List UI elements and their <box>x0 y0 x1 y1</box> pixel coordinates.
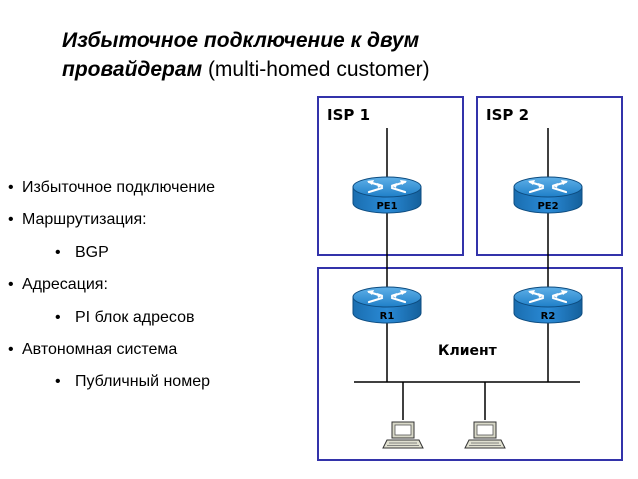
router-pe2-icon: PE2 <box>512 175 584 215</box>
isp1-label: ISP 1 <box>327 106 370 124</box>
isp1-box <box>317 96 464 256</box>
title-line-2-normal: (multi-homed customer) <box>202 58 430 81</box>
bullet-text: Адресация: <box>22 276 108 293</box>
sub-bullet-item: •PI блок адресов <box>55 309 195 326</box>
router-r1-icon: R1 <box>351 285 423 325</box>
bullet-text: Маршрутизация: <box>22 211 147 228</box>
slide-title: Избыточное подключение к двум провайдера… <box>62 26 622 84</box>
title-line-2: провайдерам (multi-homed customer) <box>62 55 622 84</box>
bullet-item: •Автономная система <box>8 341 178 358</box>
bullet-item: •Адресация: <box>8 276 108 293</box>
router-r2-icon: R2 <box>512 285 584 325</box>
workstation-2-icon <box>464 421 506 449</box>
bullet-text: Публичный номер <box>75 373 210 390</box>
bullet-item: •Маршрутизация: <box>8 211 147 228</box>
title-line-2-bold: провайдерам <box>62 58 203 81</box>
sub-bullet-item: •BGP <box>55 244 109 261</box>
router-pe1-label: PE1 <box>376 201 397 212</box>
router-r1-label: R1 <box>380 311 395 322</box>
title-line-1: Избыточное подключение к двум <box>62 29 420 52</box>
client-label: Клиент <box>438 343 498 359</box>
bullet-text: Избыточное подключение <box>22 179 216 196</box>
client-box <box>317 267 623 461</box>
bullet-text: BGP <box>75 244 109 261</box>
isp2-box <box>476 96 623 256</box>
workstation-1-icon <box>382 421 424 449</box>
router-r2-label: R2 <box>541 311 556 322</box>
isp2-label: ISP 2 <box>486 106 529 124</box>
router-pe2-label: PE2 <box>537 201 558 212</box>
sub-bullet-item: •Публичный номер <box>55 373 210 390</box>
bullet-item: •Избыточное подключение <box>8 179 216 196</box>
bullet-text: PI блок адресов <box>75 309 195 326</box>
router-pe1-icon: PE1 <box>351 175 423 215</box>
bullet-text: Автономная система <box>22 341 178 358</box>
